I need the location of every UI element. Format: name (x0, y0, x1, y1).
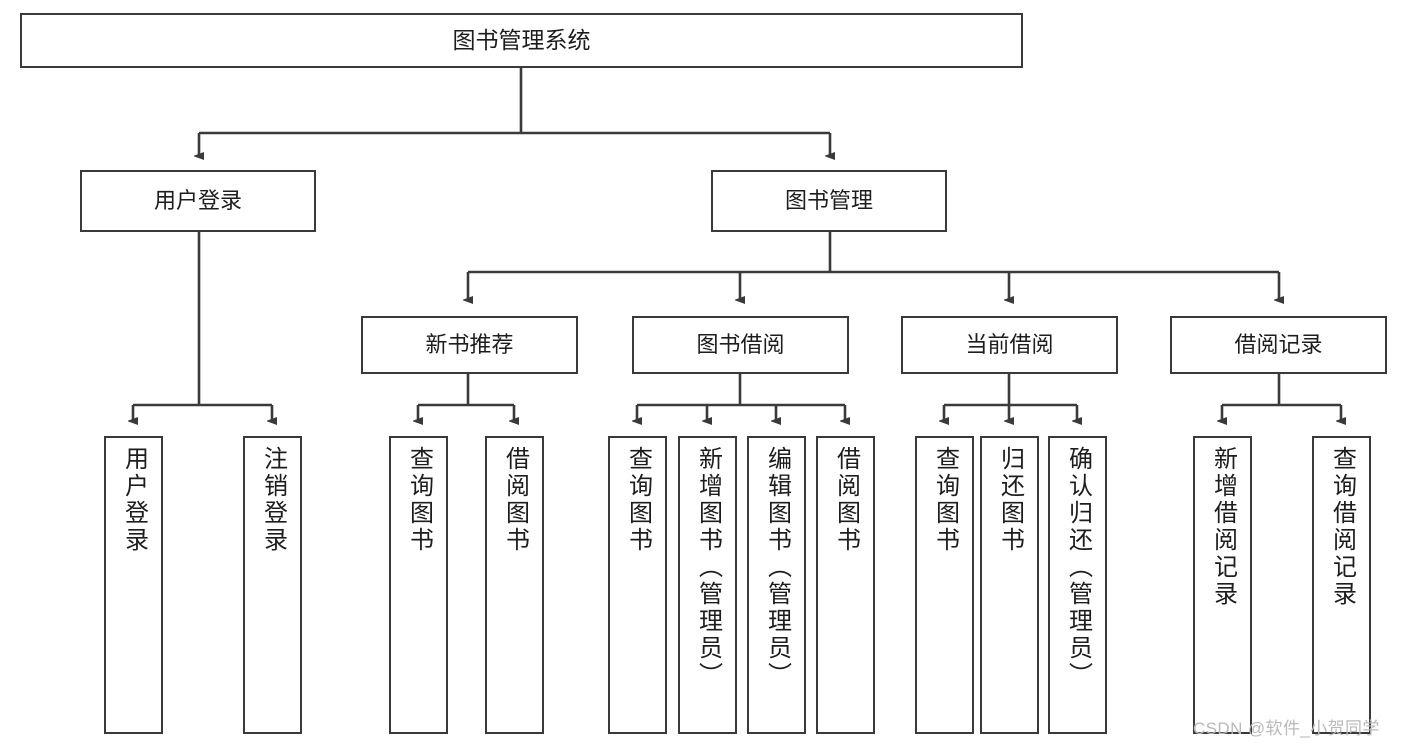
node-leaf-borrow-book-2[interactable]: 借阅图书 (816, 436, 875, 734)
node-label: 编辑图书（管理员） (763, 446, 791, 689)
node-label: 新书推荐 (425, 331, 514, 357)
node-label: 当前借阅 (965, 331, 1054, 357)
node-label: 确认归还（管理员） (1064, 446, 1092, 689)
node-leaf-add-record[interactable]: 新增借阅记录 (1193, 436, 1252, 734)
node-leaf-user-login[interactable]: 用户登录 (104, 436, 163, 734)
node-label: 借阅图书 (832, 446, 860, 554)
node-label: 注销登录 (259, 446, 287, 554)
node-label: 归还图书 (996, 446, 1024, 554)
node-label: 用户登录 (153, 187, 242, 213)
node-label: 新增借阅记录 (1209, 446, 1237, 608)
node-borrow-record[interactable]: 借阅记录 (1170, 316, 1387, 374)
node-label: 借阅记录 (1234, 331, 1323, 357)
node-new-book-rec[interactable]: 新书推荐 (361, 316, 578, 374)
csdn-watermark: CSDN @软件_小贺同学 (1193, 719, 1380, 738)
node-book-borrow[interactable]: 图书借阅 (632, 316, 849, 374)
node-label: 查询图书 (405, 446, 433, 554)
node-leaf-logout[interactable]: 注销登录 (243, 436, 302, 734)
node-current-borrow[interactable]: 当前借阅 (901, 316, 1118, 374)
node-label: 查询借阅记录 (1328, 446, 1356, 608)
node-label: 查询图书 (624, 446, 652, 554)
node-label: 图书管理系统 (452, 27, 591, 54)
node-label: 用户登录 (120, 446, 148, 554)
node-label: 借阅图书 (501, 446, 529, 554)
node-leaf-return-book[interactable]: 归还图书 (980, 436, 1039, 734)
node-leaf-query-record[interactable]: 查询借阅记录 (1312, 436, 1371, 734)
node-leaf-confirm-return[interactable]: 确认归还（管理员） (1048, 436, 1107, 734)
node-leaf-borrow-book-1[interactable]: 借阅图书 (485, 436, 544, 734)
node-label: 新增图书（管理员） (694, 446, 722, 689)
node-leaf-query-book-3[interactable]: 查询图书 (915, 436, 974, 734)
node-leaf-add-book[interactable]: 新增图书（管理员） (678, 436, 737, 734)
node-leaf-edit-book[interactable]: 编辑图书（管理员） (747, 436, 806, 734)
node-label: 图书借阅 (696, 331, 785, 357)
node-book-manage[interactable]: 图书管理 (711, 170, 947, 232)
node-user-login[interactable]: 用户登录 (80, 170, 316, 232)
node-leaf-query-book-1[interactable]: 查询图书 (389, 436, 448, 734)
node-root[interactable]: 图书管理系统 (20, 13, 1023, 68)
node-label: 图书管理 (784, 187, 873, 213)
node-label: 查询图书 (931, 446, 959, 554)
node-leaf-query-book-2[interactable]: 查询图书 (608, 436, 667, 734)
